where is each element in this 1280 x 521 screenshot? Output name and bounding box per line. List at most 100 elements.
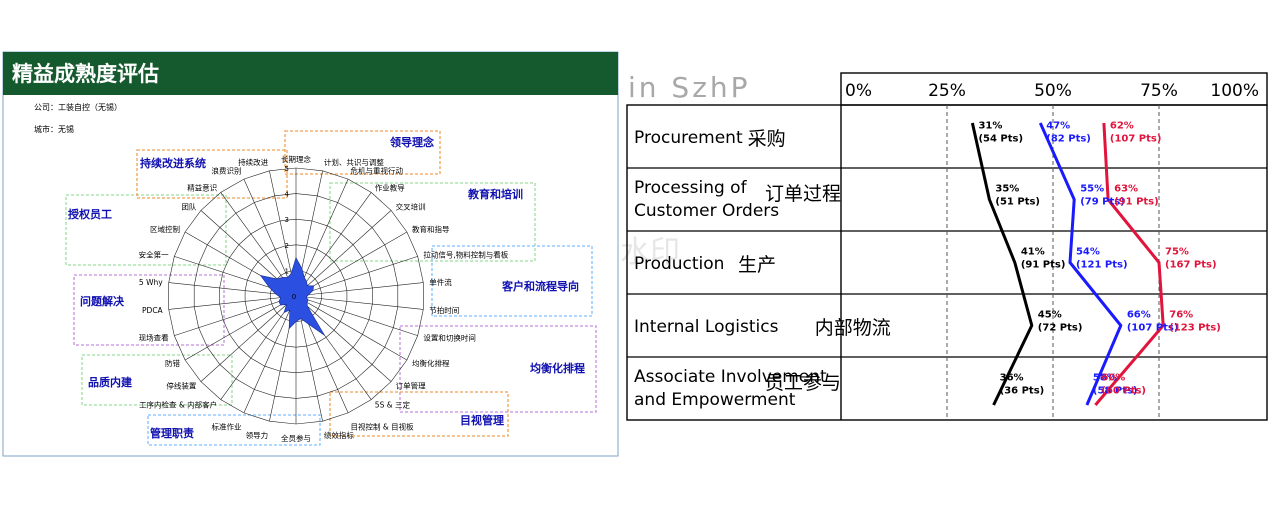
x-tick-label: 25% <box>928 81 966 101</box>
radar-axis-label: 计划、共识与调整 <box>324 157 384 167</box>
radar-spoke <box>220 295 297 400</box>
radar-axis-label: 交叉培训 <box>396 201 426 211</box>
row-label-en: Procurement <box>634 128 743 148</box>
radar-spoke <box>295 192 372 297</box>
point-pct-label: 36% <box>1000 373 1024 384</box>
radar-axis-label: 5 Why <box>139 278 163 287</box>
radar-panel: 精益成熟度评估 公司：工装自控（无锡） 城市：无锡 123450 长期理念计划、… <box>2 51 619 457</box>
radar-spoke <box>295 295 424 310</box>
group-label: 授权员工 <box>68 207 112 221</box>
row-label-en: Associate Involvement <box>634 367 827 387</box>
point-pts-label: (58 Pts) <box>1093 386 1138 397</box>
group-label: 问题解决 <box>80 294 125 308</box>
maturity-line-panel: in SzhP 非会员水印 0%25%50%75%100% Procuremen… <box>620 71 1268 421</box>
radar-spoke <box>295 295 408 361</box>
row-label-en: Production <box>634 254 724 274</box>
group-label: 领导理念 <box>389 135 435 149</box>
group-label: 管理职责 <box>150 426 194 440</box>
radar-axis-label: 现场查看 <box>139 332 169 342</box>
point-pct-label: 63% <box>1114 184 1138 195</box>
radar-axis-label: 持续改进 <box>238 157 268 167</box>
group-label: 教育和培训 <box>467 187 523 201</box>
point-pts-label: (82 Pts) <box>1046 134 1091 145</box>
radar-spoke <box>174 295 297 336</box>
radar-axis-label: 区域控制 <box>150 224 180 234</box>
x-tick-label: 0% <box>845 81 872 101</box>
radar-axis-label: 领导力 <box>246 430 269 440</box>
point-pct-label: 76% <box>1169 310 1193 321</box>
city-line: 城市：无锡 <box>34 124 74 134</box>
point-pts-label: (107 Pts) <box>1110 134 1162 145</box>
group-box <box>81 354 233 406</box>
radar-axis-label: 节拍时间 <box>429 305 459 315</box>
radar-axis-label: 订单管理 <box>396 381 426 391</box>
group-box <box>147 414 321 446</box>
point-pct-label: 58% <box>1093 373 1117 384</box>
radar-axis-label: PDCA <box>142 306 164 315</box>
group-label: 客户和流程导向 <box>501 279 579 293</box>
radar-grid <box>168 167 424 425</box>
point-pct-label: 60% <box>1101 373 1125 384</box>
radar-scale-tick: 5 <box>285 165 289 173</box>
point-pts-label: (91 Pts) <box>1114 197 1159 208</box>
radar-axis-label: 浪费识别 <box>212 166 242 176</box>
radar-scale-tick: 1 <box>285 267 289 275</box>
point-pts-label: (123 Pts) <box>1169 323 1221 334</box>
radar-spoke <box>243 178 297 297</box>
radar-spoke <box>184 295 297 361</box>
row-label-en: Processing of <box>634 178 748 198</box>
radar-spoke <box>295 178 349 297</box>
radar-scale-tick: 2 <box>285 242 289 250</box>
radar-spoke <box>243 295 297 414</box>
row-label-en: Internal Logistics <box>634 317 779 337</box>
point-pts-label: (79 Pts) <box>1080 197 1125 208</box>
radar-axis-label: 均衡化排程 <box>412 358 450 368</box>
point-pts-label: (60 Pts) <box>1101 386 1146 397</box>
company-line: 公司：工装自控（无锡） <box>34 102 122 112</box>
group-box <box>431 245 593 317</box>
radar-scale-tick: 4 <box>285 191 290 199</box>
radar-header-bar <box>3 52 618 95</box>
radar-spoke <box>168 295 297 310</box>
radar-axis-label: 安全第一 <box>139 250 169 260</box>
point-pct-label: 66% <box>1127 310 1151 321</box>
radar-axis-label: 拉动信号,物料控制与看板 <box>423 250 508 260</box>
row-label-cn: 内部物流 <box>815 317 891 339</box>
row-label-cn: 采购 <box>748 128 786 150</box>
radar-spoke <box>200 295 297 382</box>
group-boxes <box>65 130 597 446</box>
group-box <box>73 274 225 346</box>
group-label: 目视管理 <box>460 413 504 427</box>
radar-data-polygon <box>259 256 325 336</box>
point-pct-label: 45% <box>1038 310 1062 321</box>
radar-axis-label: 工序内检查 & 内部客户 <box>139 399 217 409</box>
point-pct-label: 62% <box>1110 121 1134 132</box>
radar-axis-label: 5S & 三定 <box>375 399 411 409</box>
radar-spoke <box>295 231 408 297</box>
x-axis-ticks: 0%25%50%75%100% <box>845 81 1259 101</box>
radar-axis-label: 教育和指导 <box>412 224 450 234</box>
point-pts-label: (54 Pts) <box>978 134 1023 145</box>
radar-scale-tick: 0 <box>292 293 296 301</box>
radar-axis-label: 危机与重视行动 <box>351 166 404 176</box>
series-line <box>970 122 1034 406</box>
radar-spoke <box>295 295 392 382</box>
radar-spoke <box>295 210 392 297</box>
series-line <box>1094 122 1165 406</box>
table-frame <box>626 72 1268 421</box>
radar-axis-label: 长期理念 <box>281 154 311 164</box>
radar-spoke <box>168 282 297 297</box>
group-box <box>284 130 441 175</box>
x-tick-label: 50% <box>1034 81 1072 101</box>
group-label: 品质内建 <box>88 375 133 389</box>
point-pct-label: 41% <box>1021 247 1045 258</box>
radar-axis-labels: 长期理念计划、共识与调整危机与重视行动作业教导交叉培训教育和指导拉动信号,物料控… <box>139 154 509 443</box>
radar-spoke <box>295 282 424 297</box>
point-pts-label: (91 Pts) <box>1021 260 1066 271</box>
x-tick-label: 75% <box>1140 81 1178 101</box>
point-pts-label: (51 Pts) <box>995 197 1040 208</box>
group-label: 持续改进系统 <box>140 156 206 170</box>
point-pct-label: 31% <box>978 121 1002 132</box>
